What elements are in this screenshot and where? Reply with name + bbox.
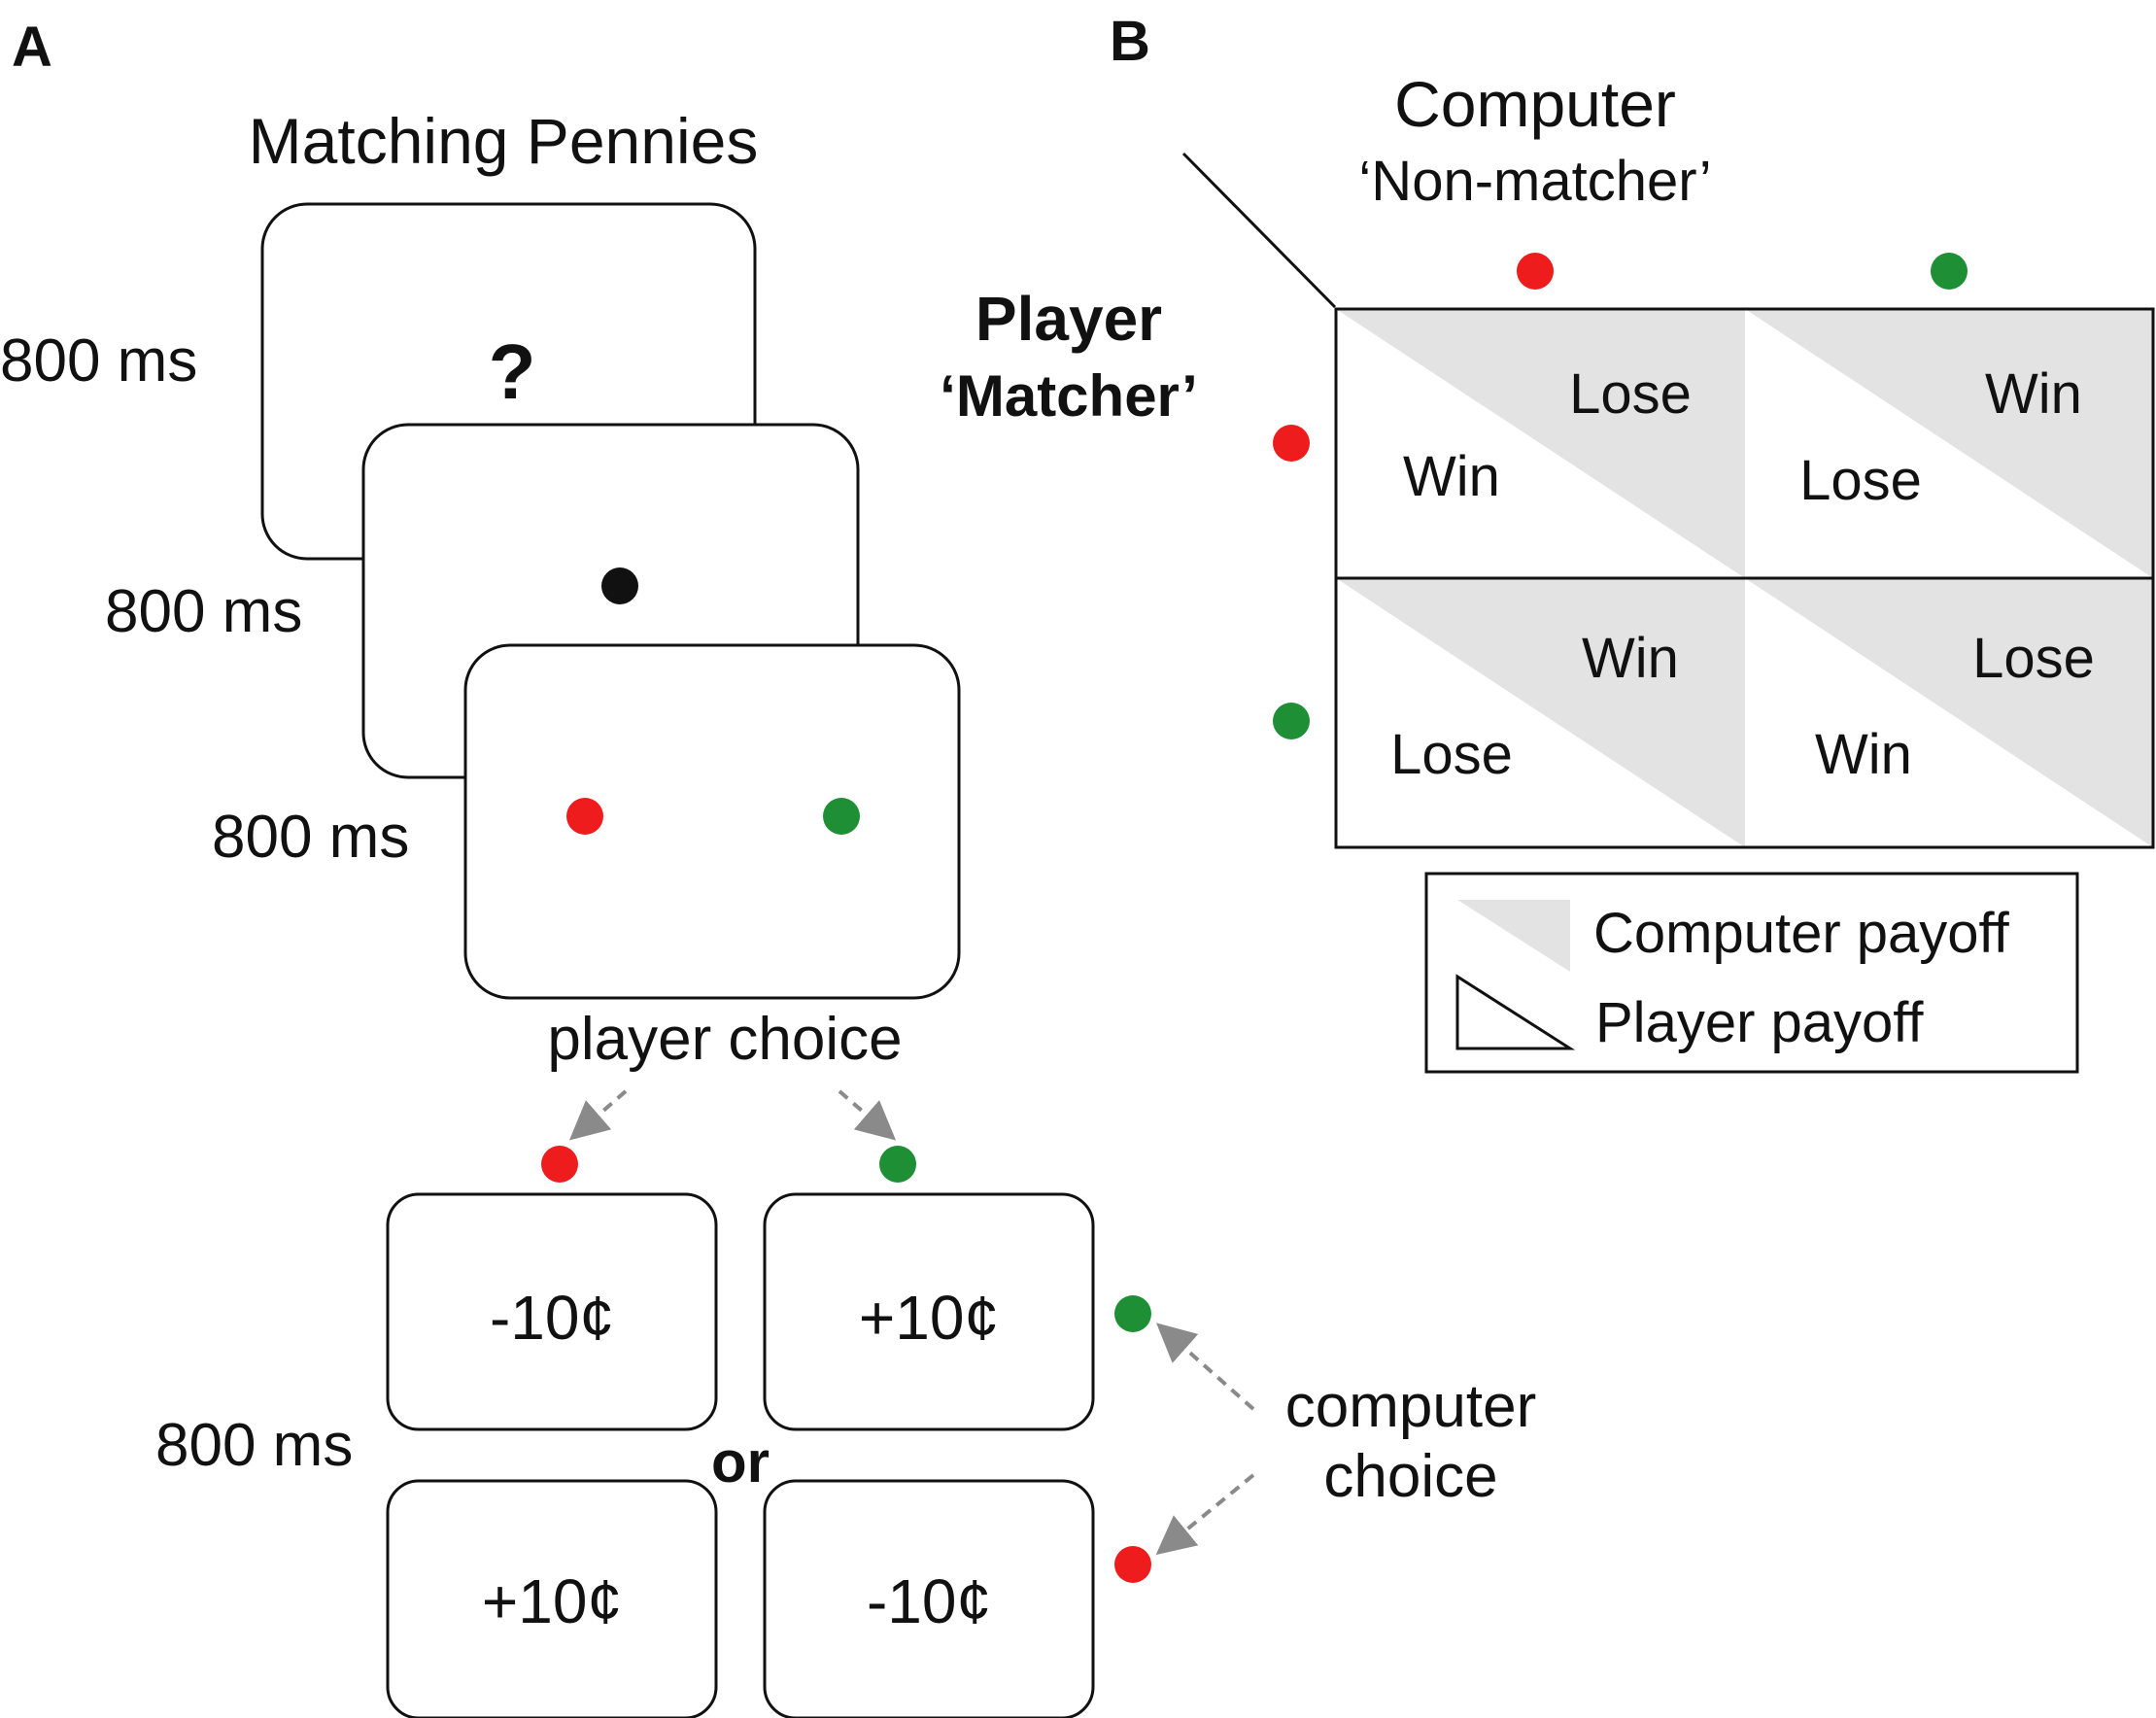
player-green-dot [879, 1146, 916, 1183]
computer-red-dot [1114, 1546, 1151, 1583]
outcome-top-right: +10¢ [859, 1283, 999, 1353]
computer-role: ‘Non-matcher’ [1358, 150, 1711, 213]
computer-green-dot [1114, 1295, 1151, 1332]
legend-player-swatch [1455, 974, 1576, 1050]
panel-b-label: B [1110, 10, 1150, 73]
legend-computer-payoff: Computer payoff [1593, 902, 2010, 965]
choice-green-dot [823, 798, 860, 835]
cell-green-red-computer-triangle [1336, 578, 1745, 847]
outcome-top-left: -10¢ [490, 1283, 614, 1353]
duration-label-2: 800 ms [105, 578, 302, 645]
cell-green-red-player: Lose [1390, 723, 1513, 786]
panel-a-title: Matching Pennies [249, 105, 759, 177]
player-choice-label: player choice [547, 1006, 902, 1073]
fixation-dot [601, 567, 638, 604]
computer-choice-label-line1: computer [1285, 1373, 1536, 1440]
legend-player-payoff: Player payoff [1595, 991, 1924, 1054]
matrix-corner-line [1181, 152, 1337, 309]
cell-green-green-player: Win [1815, 723, 1912, 786]
column-green-dot [1931, 253, 1968, 290]
cell-green-red-computer: Win [1582, 627, 1679, 690]
player-choice-arrow-left [568, 1089, 628, 1141]
player-label: Player [975, 284, 1162, 354]
outcome-bottom-left: +10¢ [482, 1566, 622, 1636]
outcome-screen-top-left [386, 1192, 718, 1431]
or-label: or [711, 1429, 770, 1495]
row-red-dot [1273, 425, 1310, 462]
player-red-dot [541, 1146, 578, 1183]
duration-label-3: 800 ms [212, 804, 409, 871]
legend-computer-swatch [1457, 900, 1570, 972]
cell-red-green-computer: Win [1985, 362, 2082, 426]
cell-red-red-player: Win [1403, 445, 1500, 508]
cell-green-green-computer: Lose [1972, 627, 2095, 690]
outcome-screen-top-right [763, 1192, 1095, 1431]
cell-red-green-player: Lose [1799, 449, 1922, 512]
computer-choice-label-line2: choice [1323, 1443, 1497, 1510]
column-red-dot [1517, 253, 1554, 290]
player-choice-arrow-right [838, 1089, 897, 1141]
outcome-bottom-right: -10¢ [867, 1566, 991, 1636]
panel-a-label: A [12, 16, 52, 79]
player-role: ‘Matcher’ [940, 363, 1198, 429]
computer-choice-arrow-top [1156, 1323, 1255, 1411]
outcome-screen-bottom-right [763, 1479, 1095, 1718]
duration-label-4: 800 ms [155, 1412, 353, 1479]
screen-choice [463, 643, 961, 1000]
cell-green-green-computer-triangle [1745, 578, 2153, 847]
panel-a: A Matching Pennies ? 800 ms 800 ms 800 m… [0, 16, 1536, 1718]
cell-red-red-computer-triangle [1336, 309, 1745, 578]
row-green-dot [1273, 703, 1310, 739]
panel-b: B Computer ‘Non-matcher’ Player ‘Matcher… [940, 10, 2155, 1074]
computer-choice-arrow-bottom [1155, 1473, 1255, 1556]
duration-label-1: 800 ms [0, 327, 197, 395]
outcome-screen-bottom-left [386, 1479, 718, 1718]
computer-label: Computer [1394, 68, 1676, 140]
cell-red-green-computer-triangle [1745, 309, 2153, 578]
cell-red-red-computer: Lose [1569, 362, 1692, 426]
choice-red-dot [566, 798, 603, 835]
question-mark: ? [489, 328, 536, 415]
